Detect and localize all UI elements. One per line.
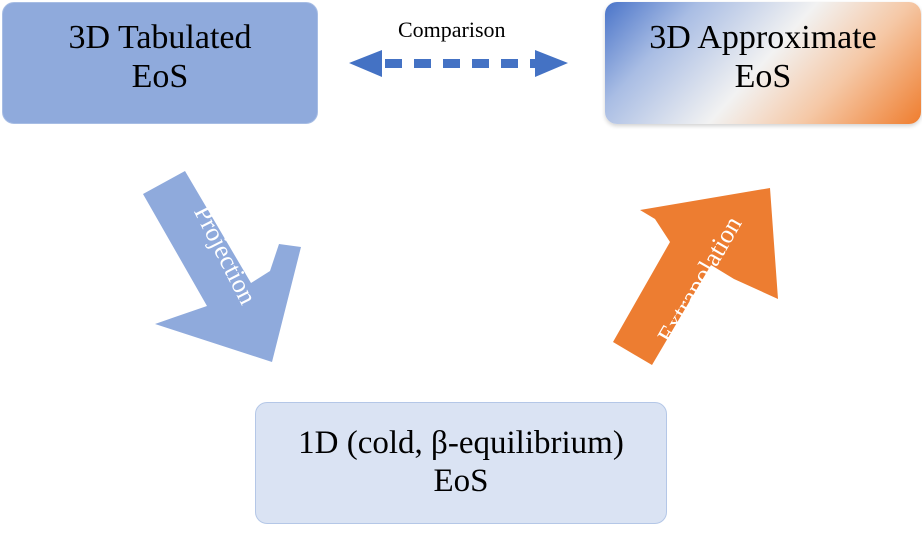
node-3d-approximate-eos: 3D Approximate EoS <box>605 2 921 124</box>
node-3d-tabulated-eos: 3D Tabulated EoS <box>2 2 318 124</box>
comparison-arrowhead-left <box>349 50 382 77</box>
comparison-label: Comparison <box>398 17 506 42</box>
node-1d-cold-eos: 1D (cold, β-equilibrium) EoS <box>255 402 667 524</box>
comparison-arrow <box>349 50 568 77</box>
projection-label: Projection <box>188 200 263 309</box>
comparison-arrowhead-right <box>535 50 568 77</box>
node-1d-line2: EoS <box>433 463 489 499</box>
node-3d-approximate-line2: EoS <box>734 58 792 95</box>
node-1d-line1: 1D (cold, β-equilibrium) <box>298 425 624 462</box>
node-3d-tabulated-line1: 3D Tabulated <box>68 18 252 56</box>
node-3d-approximate-line1: 3D Approximate <box>649 18 877 56</box>
node-3d-tabulated-line2: EoS <box>131 58 189 95</box>
extrapolation-label: Extrapolation <box>651 211 748 349</box>
